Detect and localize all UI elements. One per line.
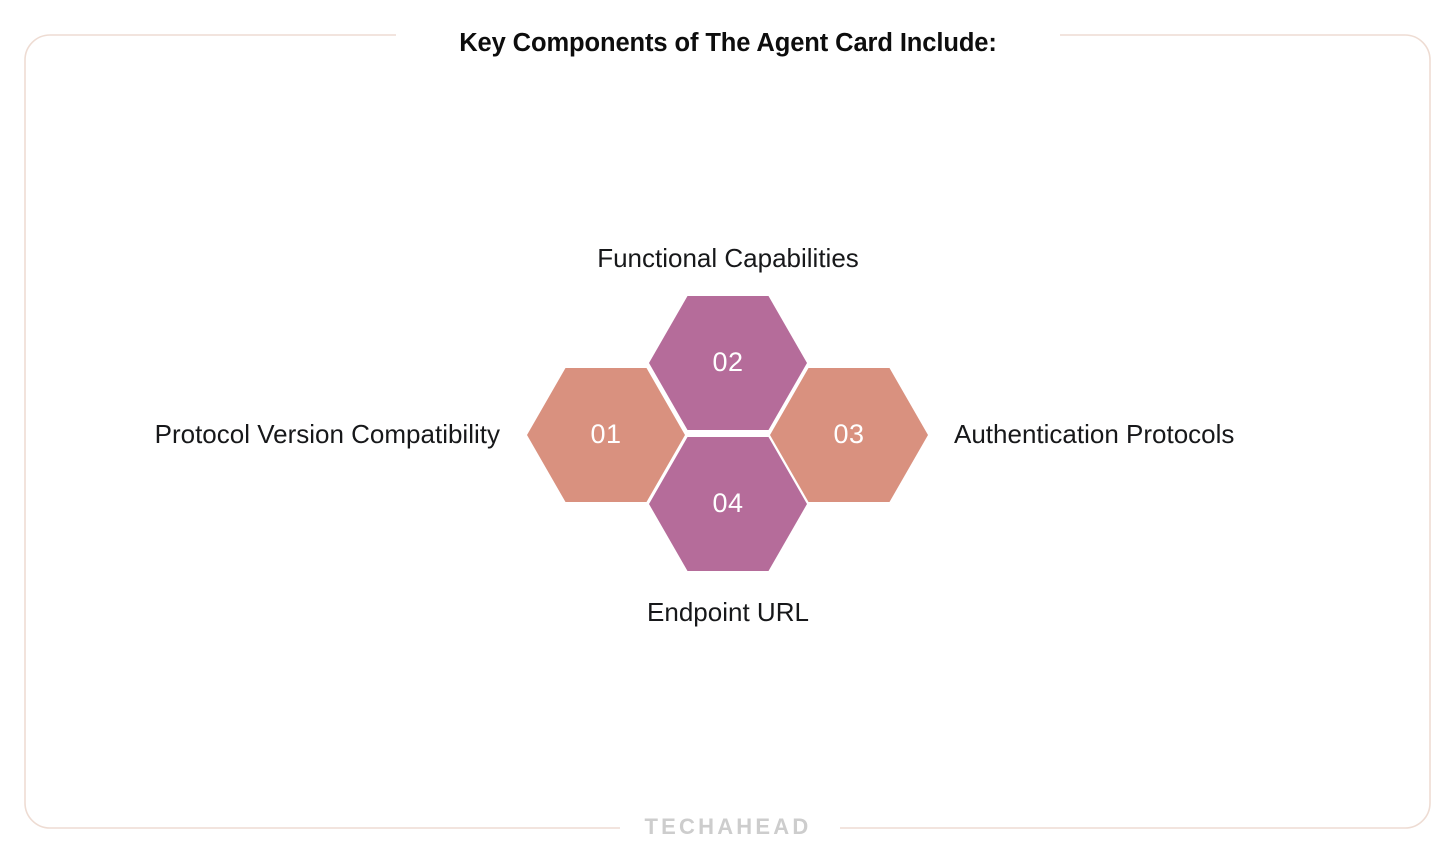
hexagon-01-label: Protocol Version Compatibility <box>154 419 500 449</box>
hexagon-03-number: 03 <box>833 419 864 449</box>
hexagon-02-number: 02 <box>712 347 743 377</box>
hexagon-01[interactable]: 01 <box>527 368 685 502</box>
hexagon-02-label: Functional Capabilities <box>597 243 859 273</box>
hexagon-01-number: 01 <box>590 419 621 449</box>
hexagon-03-label: Authentication Protocols <box>954 419 1235 449</box>
hexagon-02[interactable]: 02 <box>649 296 807 430</box>
hexagon-02-shape[interactable] <box>649 296 807 430</box>
hexagon-01-shape[interactable] <box>527 368 685 502</box>
hexagon-04-shape[interactable] <box>649 437 807 571</box>
hexagon-04-number: 04 <box>712 488 743 518</box>
hexagon-03-shape[interactable] <box>770 368 928 502</box>
page-title: Key Components of The Agent Card Include… <box>459 29 997 57</box>
hexagon-cluster-svg: 01 02 03 04 <box>527 296 928 571</box>
watermark-techahead: TECHAHEAD <box>644 814 812 839</box>
hexagon-04-label: Endpoint URL <box>647 597 809 627</box>
hexagon-03[interactable]: 03 <box>770 368 928 502</box>
hexagon-04[interactable]: 04 <box>649 437 807 571</box>
